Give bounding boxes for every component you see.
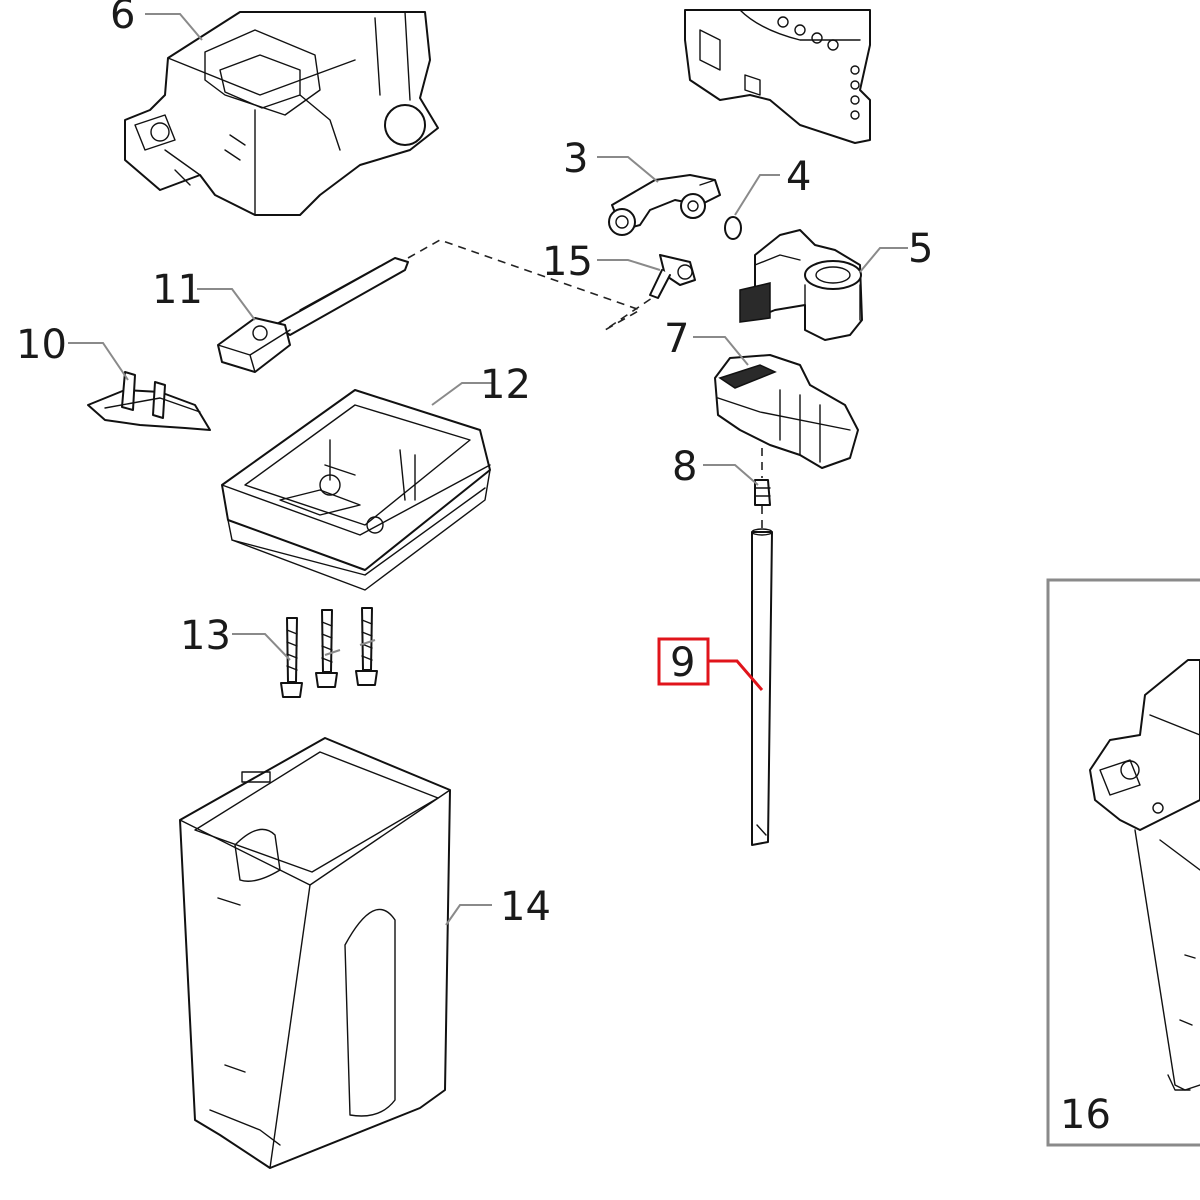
callout-3: 3 [563, 136, 588, 182]
part-10-bracket [87, 371, 211, 431]
callout-7: 7 [664, 316, 689, 362]
callout-13: 13 [180, 613, 231, 659]
part-16-inset-view [1046, 578, 1200, 1147]
part-14-water-tank [179, 737, 451, 1169]
callout-10: 10 [16, 322, 67, 368]
part-7-valve-block [714, 354, 859, 469]
callout-8: 8 [672, 444, 697, 490]
part-11-probe-rod [217, 257, 409, 373]
part-4-o-ring [724, 216, 742, 240]
part-13-screws [280, 607, 378, 698]
part-8-fitting [754, 448, 771, 528]
callout-9: 9 [670, 640, 695, 686]
callout-5: 5 [908, 226, 933, 272]
part-12-base-tray [221, 389, 491, 591]
callout-16: 16 [1060, 1092, 1111, 1138]
part-top-control-housing [684, 9, 871, 144]
assembly-dashed-line [407, 239, 653, 331]
part-3-elbow-connector [608, 174, 721, 236]
callout-4: 4 [786, 154, 811, 200]
callout-9-highlight-leader [708, 659, 764, 691]
callout-6: 6 [110, 0, 135, 38]
callout-15: 15 [542, 239, 593, 285]
part-6-tank-housing [124, 11, 439, 216]
part-9-suction-tube [751, 528, 773, 846]
callout-12: 12 [480, 362, 531, 408]
part-15-small-fitting [649, 254, 696, 299]
part-5-valve-body [739, 229, 863, 341]
leader-lines [68, 13, 908, 926]
callout-11: 11 [152, 267, 203, 313]
callout-14: 14 [500, 884, 551, 930]
